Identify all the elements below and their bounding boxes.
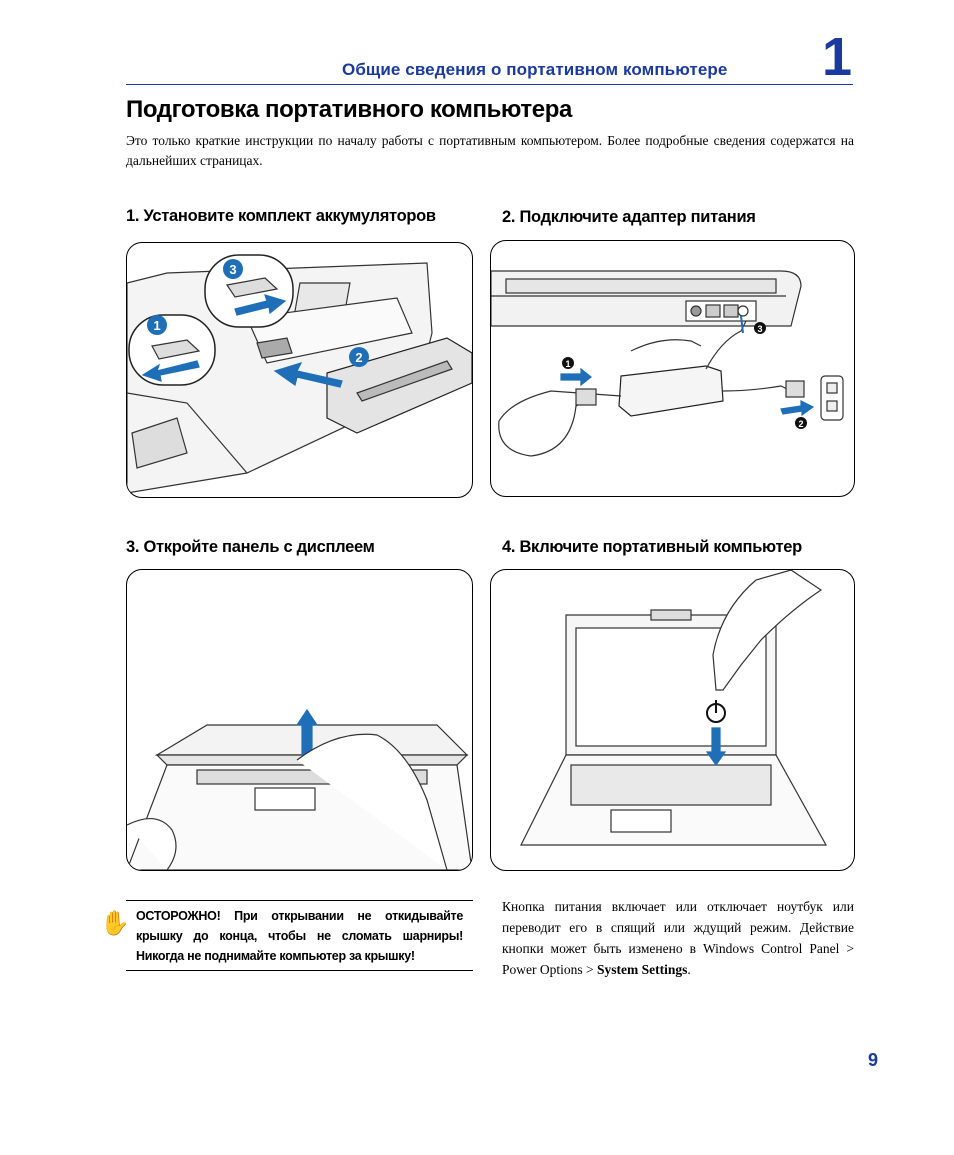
adapter-marker-3: 3 [757, 324, 762, 334]
chapter-title: Общие сведения о портативном компьютере [342, 60, 728, 79]
step-2-heading: 2. Подключите адаптер питания [502, 208, 756, 226]
plug-arrow-2-icon [780, 400, 815, 417]
plug-arrow-1-icon [560, 367, 592, 387]
adapter-marker-2: 2 [798, 419, 803, 429]
marker-1: 1 [153, 318, 160, 333]
press-arrow-icon [705, 727, 727, 767]
chapter-number: 1 [822, 27, 853, 87]
adapter-illustration: 1 2 3 [490, 240, 855, 497]
raised-hand-icon: ✋ [100, 911, 130, 937]
open-display-illustration [126, 569, 473, 871]
power-button-note: Кнопка питания включает или отключает но… [502, 899, 854, 977]
step-1-heading: 1. Установите комплект аккумуляторов [126, 207, 436, 225]
step-4-heading: 4. Включите портативный компьютер [502, 538, 802, 556]
page-title: Подготовка портативного компьютера [126, 96, 572, 123]
header-rule [126, 84, 853, 85]
adapter-marker-1: 1 [565, 359, 570, 369]
step-3-heading: 3. Откройте панель с дисплеем [126, 538, 375, 556]
lock-arrow-icon [234, 294, 287, 316]
warning-text: ОСТОРОЖНО! При открывании не откидывайте… [136, 909, 463, 963]
power-on-illustration [490, 569, 855, 871]
unlock-arrow-icon [141, 360, 200, 382]
insert-arrow-icon [273, 362, 343, 388]
warning-top-rule [126, 900, 473, 901]
marker-2: 2 [355, 350, 362, 365]
page-number: 9 [868, 1050, 879, 1070]
warning-bottom-rule [126, 970, 473, 971]
intro-paragraph: Это только краткие инструкции по началу … [126, 133, 854, 168]
battery-illustration: 1 3 2 [126, 242, 473, 498]
marker-3: 3 [229, 262, 236, 277]
